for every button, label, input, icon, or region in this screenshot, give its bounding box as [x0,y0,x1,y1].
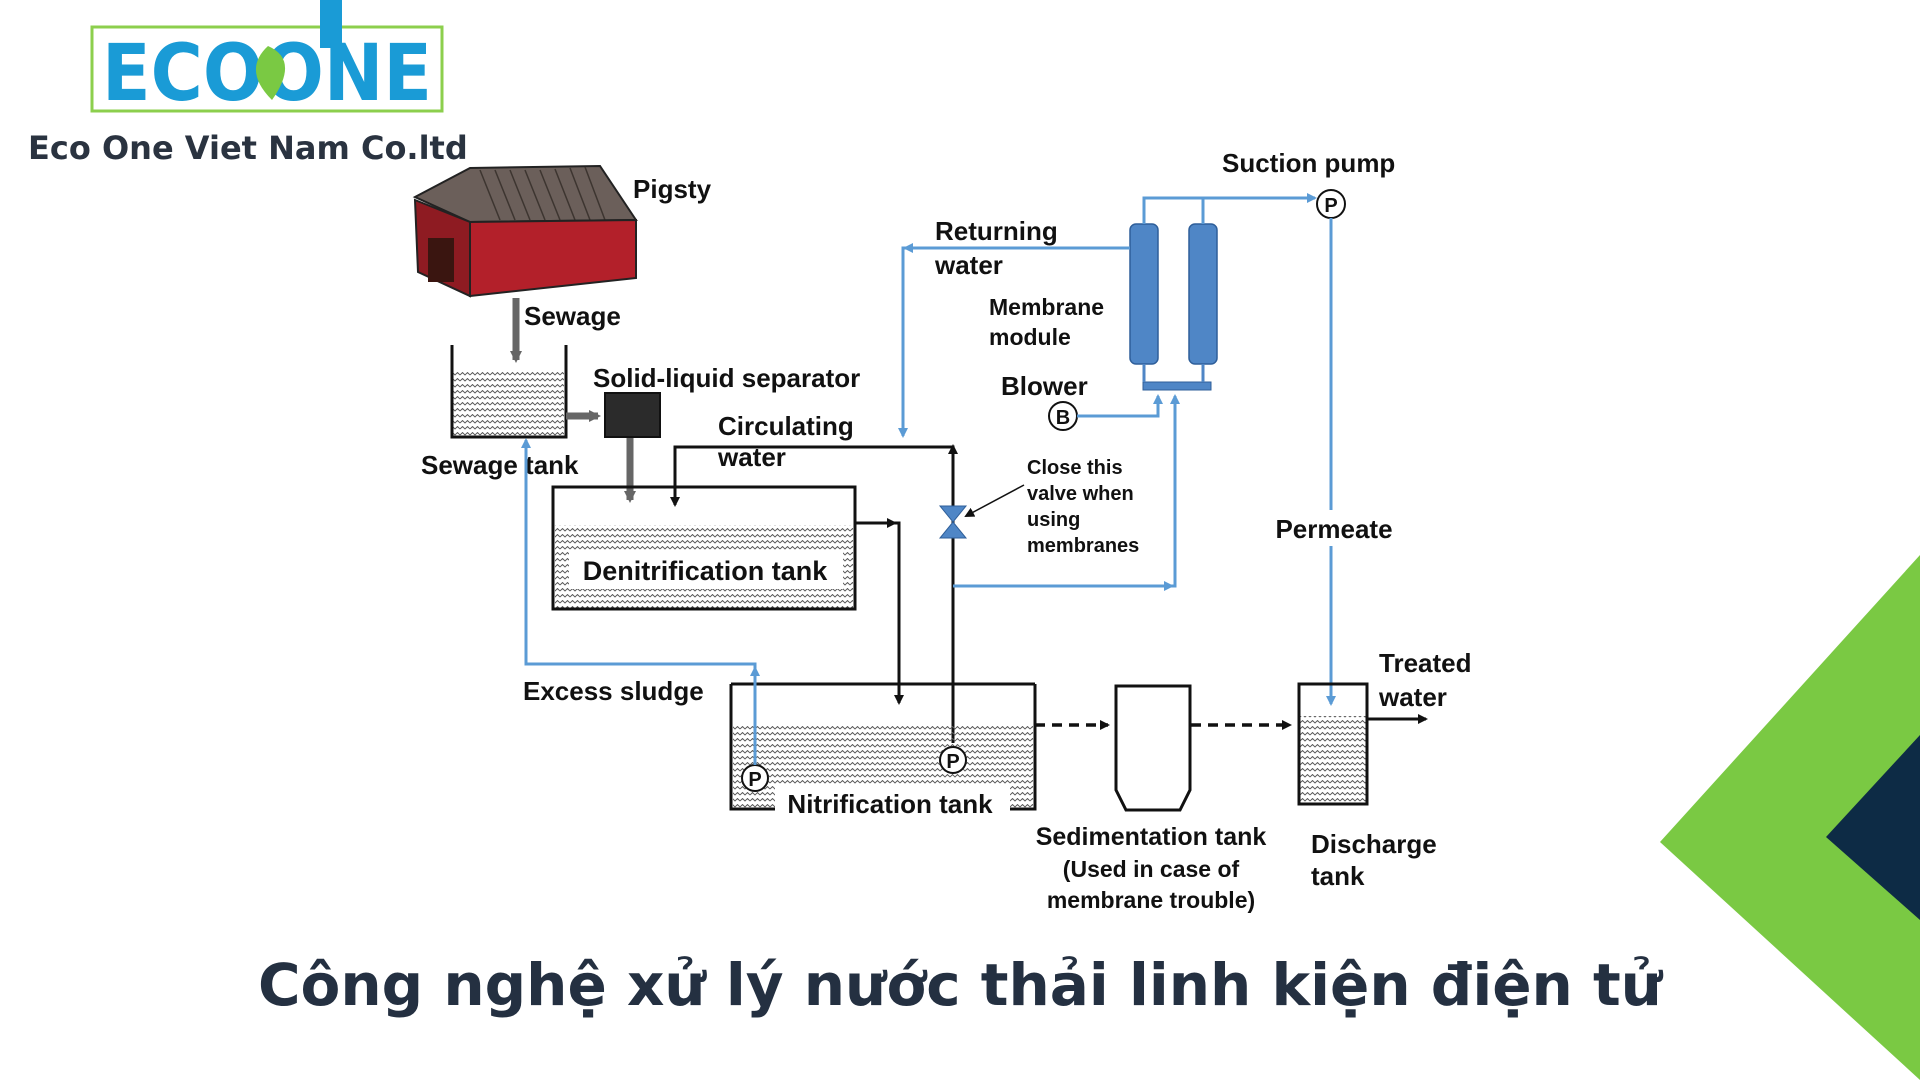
circulation-pump-icon: P [939,746,967,774]
returning-water-label-2: water [934,250,1003,280]
sedimentation-label-2: (Used in case of [1063,856,1240,882]
pigsty-barn-icon [412,164,638,298]
discharge-tank [1297,682,1369,806]
page-title: Công nghệ xử lý nước thải linh kiện điện… [258,951,1664,1019]
brand-logo: ECOONE [90,0,444,119]
valve-note-1: Close this [1027,457,1123,479]
treated-water-label-2: water [1378,682,1447,712]
membrane-module [1129,223,1218,391]
solid-liquid-separator [604,392,661,438]
decor-chevron [1660,555,1920,1080]
suction-pump-icon: P [1316,189,1346,219]
excess-sludge-line [521,438,757,765]
svg-text:B: B [1056,407,1070,429]
sedimentation-label-1: Sedimentation tank [1036,823,1267,851]
permeate-label: Permeate [1275,514,1392,544]
membrane-module-label-2: module [989,324,1071,350]
svg-text:P: P [748,769,761,791]
valve-note-4: membranes [1027,535,1139,557]
leaf-icon [255,46,286,100]
blower-label: Blower [1001,371,1088,401]
valve-note-2: valve when [1027,483,1134,505]
discharge-tank-label-2: tank [1311,861,1365,891]
excess-sludge-label: Excess sludge [523,676,704,706]
sedimentation-label-3: membrane trouble) [1047,887,1255,913]
nitrification-tank-label: Nitrification tank [787,789,993,819]
svg-text:P: P [1324,195,1337,217]
company-name: Eco One Viet Nam Co.ltd [28,129,468,167]
sludge-pump-icon: P [741,764,769,792]
pigsty-label: Pigsty [633,174,712,204]
valve-icon [938,505,968,539]
nitrification-tank [729,682,1037,818]
circulating-water-label-2: water [717,442,786,472]
suction-pump-label: Suction pump [1222,148,1395,178]
returning-water-label-1: Returning [935,216,1058,246]
sedimentation-tank [1114,684,1192,812]
separator-label: Solid-liquid separator [593,363,860,393]
membrane-feed-line [953,394,1180,588]
denitrification-to-nitrification-line [855,521,904,705]
sewage-tank [450,345,568,439]
membrane-module-label-1: Membrane [989,294,1104,320]
valve-note-3: using [1027,509,1080,531]
discharge-tank-label-1: Discharge [1311,829,1437,859]
svg-text:P: P [946,751,959,773]
blower-air-line [1077,394,1163,418]
circulating-water-line [670,445,955,743]
circulating-water-label-1: Circulating [718,411,854,441]
sewage-tank-label: Sewage tank [421,450,579,480]
valve-note-pointer [964,484,1025,517]
blower-icon: B [1048,401,1078,431]
sewage-label: Sewage [524,301,621,331]
treated-water-label-1: Treated [1379,648,1472,678]
denitrification-tank-label: Denitrification tank [583,556,829,586]
denitrification-tank [551,485,857,611]
